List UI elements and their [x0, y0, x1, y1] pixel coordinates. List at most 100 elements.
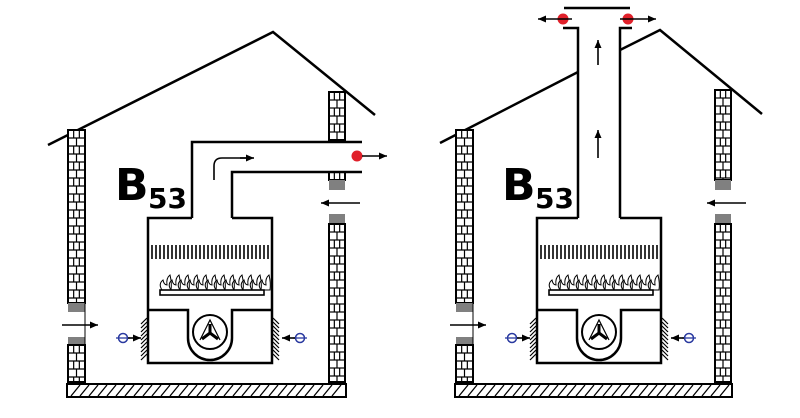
floor-hatch: [223, 384, 234, 397]
floor-hatch: [205, 384, 216, 397]
floor-hatch: [656, 384, 667, 397]
grille-slat: [140, 341, 148, 349]
burner-bar: [548, 289, 654, 296]
air-inlet-arrow: [707, 199, 746, 207]
wall-vent-gap: [329, 214, 345, 224]
floor-hatch: [133, 384, 144, 397]
roof-right: [619, 28, 763, 115]
brick-wall: [714, 89, 732, 181]
floor-hatch: [142, 384, 153, 397]
fan-triangle: [199, 318, 221, 341]
floor-hatch: [97, 384, 108, 397]
grille-slat: [272, 325, 280, 333]
air-intake-arrow: [282, 332, 307, 344]
floor-hatch: [611, 384, 622, 397]
floor-hatch: [277, 384, 288, 397]
floor-hatch: [241, 384, 252, 397]
floor-hatched: [66, 383, 347, 398]
label-b: B: [115, 160, 149, 211]
arrow-head: [594, 130, 602, 138]
boiler-unit: [140, 216, 280, 365]
fan-housing-arc: [575, 337, 623, 362]
floor-hatch: [476, 384, 487, 397]
floor-hatch: [530, 384, 541, 397]
grille-slat: [140, 321, 148, 329]
grille-slat: [140, 349, 148, 357]
air-grille: [272, 317, 280, 361]
exhaust-dot-icon: [351, 150, 363, 162]
brick-wall: [714, 223, 732, 383]
floor-hatch: [268, 384, 279, 397]
floor-hatch: [467, 384, 478, 397]
flow-arrow-curve: [213, 157, 246, 180]
intake-arrow: [128, 334, 141, 342]
fan-icon: [581, 314, 617, 350]
arrow-head: [282, 334, 290, 342]
brick-wall: [67, 129, 86, 304]
floor-hatched: [454, 383, 733, 398]
heat-exchanger: [151, 245, 269, 259]
exhaust-arrow: [538, 15, 572, 23]
grille-slat: [140, 333, 148, 341]
wall-vent-gap: [715, 214, 731, 224]
fan-blade: [590, 331, 600, 341]
grille-slat: [661, 321, 669, 329]
floor-hatch: [331, 384, 342, 397]
grille-slat: [661, 353, 669, 361]
flue-pipe-inner: [230, 170, 362, 218]
burner-flames-icon: [548, 274, 660, 291]
floor-hatch: [322, 384, 333, 397]
fan-housing-arc: [186, 337, 234, 362]
air-intake-arrow: [671, 332, 696, 344]
fan-housing: [537, 308, 579, 338]
grille-slat: [661, 317, 669, 325]
arrow-head: [707, 199, 715, 207]
grille-slat: [272, 329, 280, 337]
grille-slat: [661, 333, 669, 341]
burner-bar: [159, 289, 265, 296]
arrow-head: [478, 321, 486, 329]
wall-vent-gap: [456, 337, 473, 345]
burner-flames-icon: [159, 274, 271, 291]
floor-hatch: [647, 384, 658, 397]
floor-hatch: [602, 384, 613, 397]
label-subscript: 53: [148, 182, 187, 215]
floor-hatch: [575, 384, 586, 397]
air-intake-arrow: [116, 332, 141, 344]
floor-hatch: [160, 384, 171, 397]
grille-slat: [272, 333, 280, 341]
floor-hatch: [232, 384, 243, 397]
grille-slat: [140, 329, 148, 337]
grille-slat: [140, 317, 148, 325]
grille-slat: [529, 317, 537, 325]
chimney-left: [563, 26, 580, 218]
floor-hatch: [106, 384, 117, 397]
grille-slat: [272, 345, 280, 353]
grille-slat: [529, 341, 537, 349]
grille-slat: [661, 341, 669, 349]
label-b: B: [502, 160, 536, 211]
grille-slat: [272, 341, 280, 349]
grille-slat: [529, 353, 537, 361]
floor-hatch: [692, 384, 703, 397]
floor-hatch: [88, 384, 99, 397]
floor-hatch: [250, 384, 261, 397]
flow-arrow-up: [594, 130, 602, 158]
flow-arrow: [240, 154, 254, 162]
floor-hatch: [187, 384, 198, 397]
arrow-head: [90, 321, 98, 329]
flame: [647, 274, 660, 291]
grille-slat: [140, 337, 148, 345]
flow-arrow-up: [594, 40, 602, 65]
wall-vent-gap: [329, 180, 345, 190]
floor-hatch: [674, 384, 685, 397]
air-inlet-arrow: [321, 199, 360, 207]
grille-slat: [140, 345, 148, 353]
wall-vent-gap: [456, 303, 473, 312]
floor-hatch: [169, 384, 180, 397]
grille-slat: [272, 349, 280, 357]
floor-hatch: [683, 384, 694, 397]
floor-hatch: [665, 384, 676, 397]
